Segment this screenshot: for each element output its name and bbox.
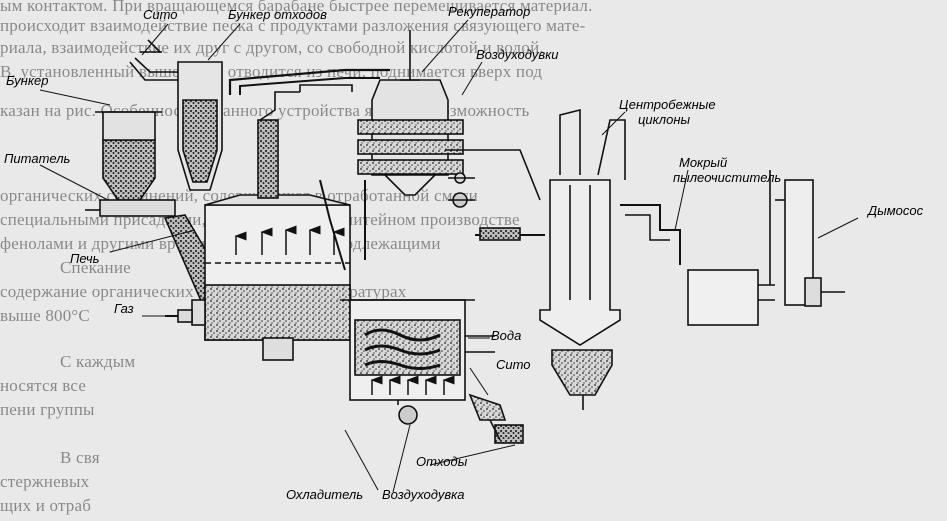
hopper-shape <box>95 111 162 201</box>
bg-text-line: пени группы <box>0 400 95 419</box>
label-waste: Отходы <box>416 454 468 469</box>
bg-text-line: носятся все <box>0 376 87 395</box>
label-sieve-top: Сито <box>143 7 178 22</box>
bg-text-line: выше 800°С <box>0 306 90 325</box>
bg-text-line: В, установленный выше печи, отводится из… <box>0 62 543 81</box>
label-blower-bottom: Воздуходувка <box>382 487 465 502</box>
recuperator-shape <box>357 30 464 196</box>
bg-text-line: щих и отраб <box>0 496 92 515</box>
label-smoke-exhauster: Дымосос <box>868 203 924 218</box>
leader-lines <box>39 19 859 493</box>
bg-text-line: происходит взаимодействие песка с продук… <box>0 16 586 35</box>
label-sieve-bottom: Сито <box>496 357 531 372</box>
feeder-shape <box>85 199 176 217</box>
smoke-exhauster-shape <box>804 277 845 307</box>
label-water: Вода <box>491 328 522 343</box>
bg-text-line: ым контактом. При вращающемся барабане б… <box>0 0 593 15</box>
label-blowers: Воздуходувки <box>476 47 559 62</box>
bg-text-line: стержневых <box>0 472 90 491</box>
bg-text-line: В свя <box>60 448 100 467</box>
label-wet-collector-1: Мокрый <box>679 155 728 170</box>
label-furnace: Печь <box>70 251 100 266</box>
bg-text-line: С каждым <box>60 352 136 371</box>
waste-box <box>494 424 524 444</box>
bg-text-line: Спекание <box>60 258 131 277</box>
label-cyclones-2: циклоны <box>638 112 691 127</box>
bottom-blower <box>398 405 418 425</box>
waste-bunker-shape <box>177 61 223 191</box>
label-gas: Газ <box>114 301 134 316</box>
furnace-flow-arrows <box>234 225 345 255</box>
cooler-shape <box>340 299 495 401</box>
label-cooler: Охладитель <box>286 487 364 502</box>
bg-text-line: риала, взаимодействие их друг с другом, … <box>0 38 544 57</box>
label-cyclones-1: Центробежные <box>619 97 716 112</box>
furnace-shape <box>191 194 351 361</box>
label-feeder: Питатель <box>4 151 71 166</box>
label-wet-collector-2: пылеочиститель <box>673 170 782 185</box>
wet-dust-collector-shape <box>687 170 775 326</box>
cooler-flow-arrows <box>370 375 455 395</box>
label-waste-bunker: Бункер отходов <box>228 7 327 22</box>
label-recuperator: Рекуператор <box>448 4 531 19</box>
label-hopper: Бункер <box>6 73 49 88</box>
top-sieve-shape <box>129 39 185 81</box>
cyclones-shape <box>539 108 626 410</box>
